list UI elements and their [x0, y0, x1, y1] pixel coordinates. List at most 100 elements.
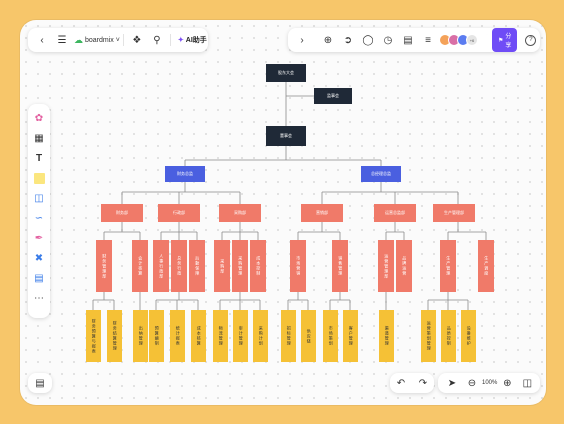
fit-view-icon[interactable]: ◫	[522, 377, 533, 389]
org-node-level5[interactable]: 供应链	[301, 310, 316, 362]
org-node-level4[interactable]: 销售管理	[332, 240, 348, 292]
zoom-in-icon[interactable]: ⊕	[503, 377, 512, 389]
org-node-label: 财务管理部	[102, 253, 108, 279]
org-node-level5[interactable]: 采购计划	[253, 310, 268, 362]
zoom-out-icon[interactable]: ⊖	[467, 377, 477, 389]
org-node-level5[interactable]: 统计报表	[170, 310, 185, 362]
org-node-level4[interactable]: 生产管理	[440, 240, 456, 292]
help-icon[interactable]: ?	[525, 34, 537, 46]
org-node-board[interactable]: 董事会	[266, 126, 306, 146]
org-node-label: 市场策划	[328, 326, 334, 346]
ai-assistant-button[interactable]: ✦ AI助手	[178, 35, 207, 45]
org-node-level5[interactable]: 客户管理	[343, 310, 358, 362]
org-node-level4[interactable]: 采购部	[214, 240, 230, 292]
org-node-level5[interactable]: 出纳管理	[133, 310, 148, 362]
search-icon[interactable]: ⚲	[153, 34, 161, 46]
connector-icon[interactable]: ∽	[34, 212, 44, 224]
compass-icon[interactable]: ⊕	[323, 34, 333, 46]
org-node-level4[interactable]: 市场营销	[290, 240, 306, 292]
org-node-level3[interactable]: 采购部	[219, 204, 261, 222]
chevron-right-icon[interactable]: ›	[300, 34, 304, 46]
divider	[122, 34, 124, 46]
org-node-label: 招标管理	[286, 326, 292, 346]
back-icon[interactable]: ‹	[40, 34, 44, 46]
org-node-root[interactable]: 股东大会	[266, 64, 306, 82]
org-node-label: 财务结算管理	[112, 321, 118, 351]
minimap-button[interactable]: ▤	[28, 373, 52, 393]
frame-icon[interactable]: ▦	[34, 132, 44, 144]
org-node-level4[interactable]: 会计核算	[132, 240, 148, 292]
menu-icon[interactable]: ☰	[57, 34, 67, 46]
org-node-level4[interactable]: 生产调度	[478, 240, 494, 292]
org-node-level5[interactable]: 运营策划管理	[421, 310, 436, 362]
vote-icon[interactable]: ▤	[403, 34, 413, 46]
org-node-level5[interactable]: 成本核算	[191, 310, 206, 362]
org-node-level5[interactable]: 招标管理	[281, 310, 296, 362]
org-node-level5[interactable]: 物流管理	[213, 310, 228, 362]
templates-icon[interactable]: ✿	[34, 112, 44, 124]
org-node-level3[interactable]: 行政部	[158, 204, 200, 222]
table-icon[interactable]: ▤	[34, 272, 44, 284]
org-node-label: 行政部	[173, 209, 185, 215]
comment-icon[interactable]: ◯	[362, 34, 374, 46]
org-node-supervisor[interactable]: 监事会	[314, 88, 352, 104]
org-node-label: 总经理总监	[371, 170, 391, 176]
divider	[169, 34, 171, 46]
share-button[interactable]: ⚑ 分享	[492, 28, 518, 52]
cursor-icon[interactable]: ➤	[447, 377, 457, 389]
brand-label: boardmix	[85, 36, 114, 44]
org-node-label: 预算编制	[154, 326, 160, 346]
org-node-level5[interactable]: 财务预算与报表	[86, 310, 101, 362]
org-node-level5[interactable]: 市场策划	[323, 310, 338, 362]
chevron-down-icon: ˅	[115, 36, 120, 44]
collaborators[interactable]: +6	[439, 34, 478, 46]
org-node-label: 人事行政部	[159, 253, 165, 279]
org-node-level4[interactable]: 采购管理	[232, 240, 248, 292]
pen-icon[interactable]: ✒	[34, 232, 44, 244]
org-node-level4[interactable]: 总务行政	[171, 240, 187, 292]
org-node-level5[interactable]: 审计管理	[233, 310, 248, 362]
org-node-label: 成本核算	[196, 326, 202, 346]
org-node-label: 运营策划管理	[426, 321, 432, 351]
org-node-level5[interactable]: 预算编制	[149, 310, 164, 362]
org-node-level4[interactable]: 财务管理部	[96, 240, 112, 292]
mindmap-icon[interactable]: ✖	[34, 252, 44, 264]
sticky-note-icon[interactable]	[32, 171, 46, 185]
rocket-icon[interactable]: ➲	[343, 34, 353, 46]
org-node-level4[interactable]: 品牌运营	[396, 240, 412, 292]
org-node-level3[interactable]: 运营总监部	[374, 204, 416, 222]
org-node-level4[interactable]: 后勤保障	[189, 240, 205, 292]
text-icon[interactable]: T	[35, 152, 43, 164]
org-node-level5[interactable]: 财务结算管理	[107, 310, 122, 362]
shape-icon[interactable]: ◫	[34, 192, 44, 204]
more-icon[interactable]: ⋯	[34, 292, 44, 304]
org-node-label: 生产管理部	[444, 209, 464, 215]
tag-icon[interactable]: ❖	[132, 34, 142, 46]
cloud-icon: ☁	[74, 34, 83, 45]
org-node-label: 采购管理	[238, 256, 244, 276]
brand[interactable]: ☁ boardmix ˅	[74, 35, 120, 46]
org-node-level4[interactable]: 成本控制	[250, 240, 266, 292]
org-node-level3[interactable]: 财务部	[101, 204, 143, 222]
org-node-level2[interactable]: 财务总监	[165, 166, 205, 182]
org-node-level5[interactable]: 品质控制	[441, 310, 456, 362]
org-node-level4[interactable]: 运营管理部	[378, 240, 394, 292]
org-node-label: 销售管理	[338, 256, 344, 276]
org-node-label: 物流管理	[218, 326, 224, 346]
org-node-level5[interactable]: 设备维护	[461, 310, 476, 362]
org-node-label: 运营总监部	[385, 209, 405, 215]
org-node-level3[interactable]: 营销部	[301, 204, 343, 222]
more-options-icon[interactable]: ≡	[425, 34, 431, 46]
zoom-level[interactable]: 100%	[482, 380, 498, 386]
org-node-label: 渠道管理	[384, 326, 390, 346]
user-avatar[interactable]	[486, 33, 488, 47]
redo-icon[interactable]: ↷	[418, 377, 428, 389]
org-node-level5[interactable]: 渠道管理	[379, 310, 394, 362]
org-node-label: 品质控制	[446, 326, 452, 346]
timer-icon[interactable]: ◷	[383, 34, 393, 46]
org-node-level2[interactable]: 总经理总监	[361, 166, 401, 182]
undo-icon[interactable]: ↶	[396, 377, 406, 389]
org-node-level4[interactable]: 人事行政部	[153, 240, 169, 292]
org-node-level3[interactable]: 生产管理部	[433, 204, 475, 222]
